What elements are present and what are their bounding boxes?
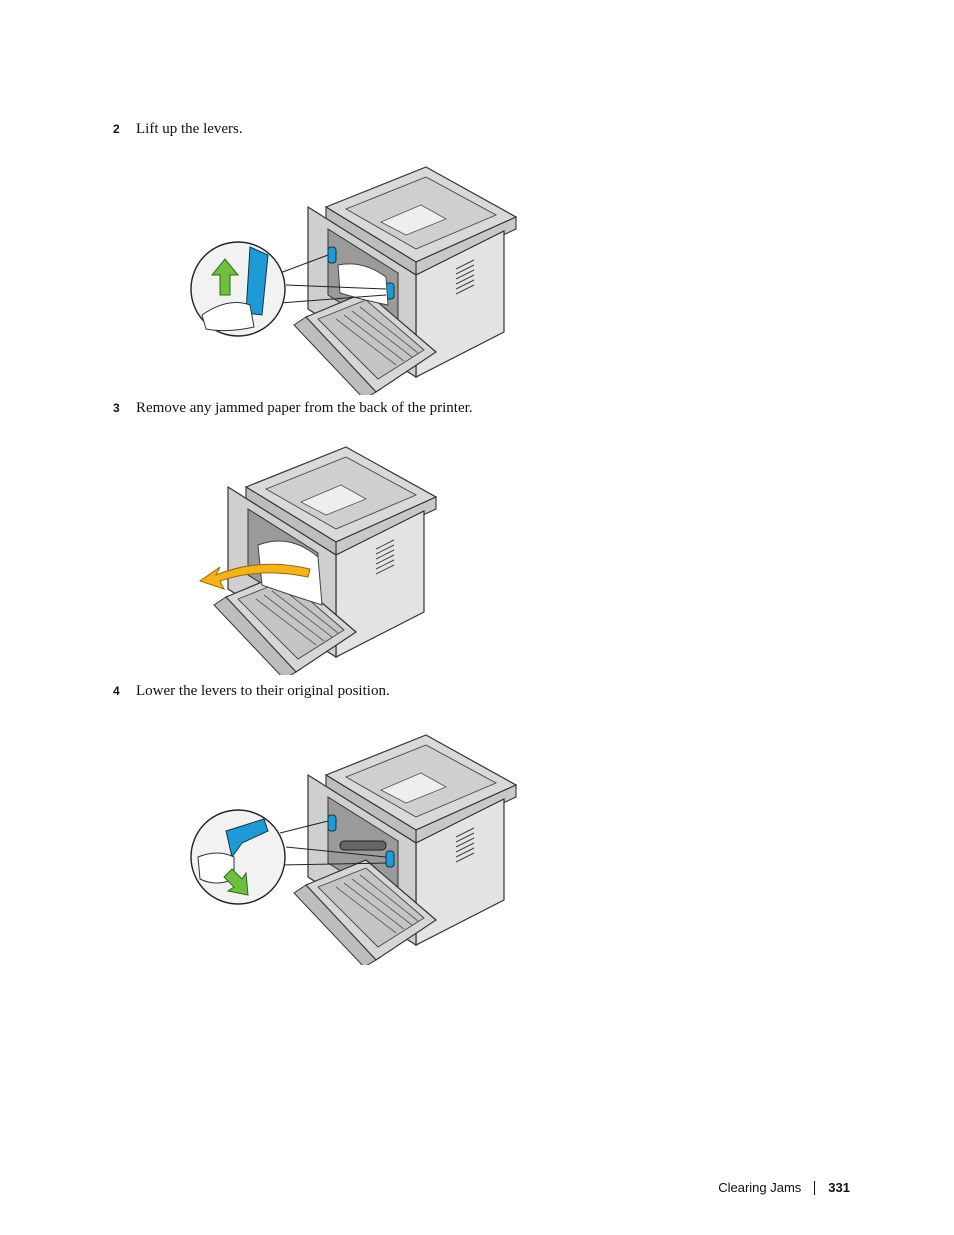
- roller: [339, 840, 387, 851]
- arrow-up-icon: [210, 258, 240, 296]
- step-number: 3: [113, 401, 120, 415]
- step-text: Lower the levers to their original posit…: [136, 683, 390, 699]
- step-3: 3 Remove any jammed paper from the back …: [113, 400, 473, 417]
- lower-levers-illustration: [190, 734, 517, 965]
- step-2: 2 Lift up the levers.: [113, 121, 243, 138]
- step-4: 4 Lower the levers to their original pos…: [113, 683, 390, 700]
- step-number: 4: [113, 684, 120, 698]
- page-footer: Clearing Jams 331: [718, 1180, 850, 1195]
- lift-levers-illustration: [190, 166, 517, 395]
- lever-icon: [327, 246, 337, 264]
- footer-divider: [814, 1180, 816, 1195]
- lever-icon: [327, 814, 337, 832]
- lever-icon: [385, 850, 395, 868]
- arrow-remove-icon: [198, 563, 311, 590]
- arrow-down-icon: [223, 868, 249, 896]
- step-number: 2: [113, 122, 120, 136]
- remove-paper-illustration: [198, 446, 437, 675]
- jammed-paper: [337, 263, 389, 306]
- hand-icon: [201, 302, 255, 332]
- footer-section: Clearing Jams: [718, 1180, 802, 1195]
- lever-icon: [225, 818, 269, 859]
- step-text: Lift up the levers.: [136, 121, 243, 137]
- page-number: 331: [828, 1180, 850, 1195]
- lever-icon: [245, 246, 269, 316]
- step-text: Remove any jammed paper from the back of…: [136, 400, 473, 416]
